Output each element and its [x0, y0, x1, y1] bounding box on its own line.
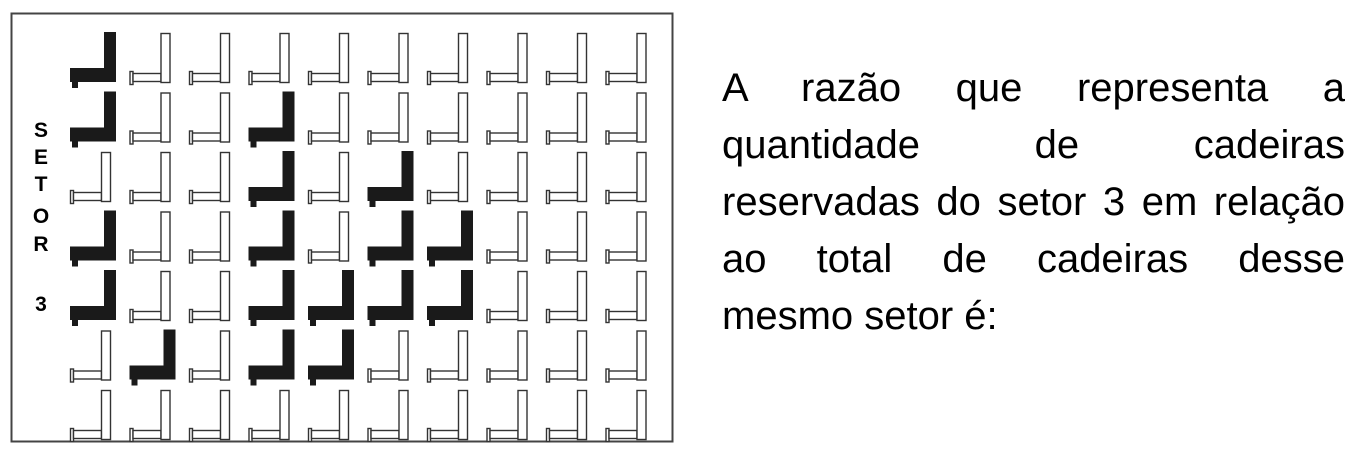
free-chair [188, 211, 231, 264]
free-chair [307, 389, 350, 443]
reserved-chair [129, 329, 176, 386]
free-chair [545, 151, 588, 205]
free-chair [69, 389, 112, 443]
free-chair [605, 270, 647, 324]
free-chair [129, 389, 171, 443]
free-chair [545, 211, 588, 264]
free-chair [129, 32, 171, 86]
free-chair [426, 92, 469, 145]
sector-letter: O [32, 205, 50, 228]
sector-letter: E [33, 146, 48, 169]
question-line: quantidade de cadeiras [722, 123, 1345, 167]
free-chair [486, 151, 528, 205]
free-chair [188, 32, 231, 86]
reserved-chair [70, 270, 116, 326]
free-chair [486, 211, 528, 264]
free-chair [307, 211, 350, 264]
free-chair [367, 330, 409, 383]
reserved-chair [248, 329, 295, 386]
free-chair [605, 330, 647, 383]
free-chair [129, 270, 171, 324]
free-chair [486, 92, 528, 145]
free-chair [426, 151, 469, 205]
seating-grid [10, 12, 674, 443]
free-chair [545, 92, 588, 145]
free-chair [605, 151, 647, 205]
reserved-chair [367, 151, 414, 207]
free-chair [188, 270, 231, 324]
free-chair [605, 32, 647, 86]
free-chair [367, 32, 409, 86]
free-chair [188, 389, 231, 443]
question-text: A razão que representa a quantidade de c… [722, 60, 1345, 345]
free-chair [605, 211, 647, 264]
free-chair [367, 92, 409, 145]
sector-letter: S [33, 119, 48, 142]
free-chair [307, 32, 350, 86]
free-chair [545, 330, 588, 383]
free-chair [486, 330, 528, 383]
free-chair [605, 92, 647, 145]
free-chair [129, 92, 171, 145]
reserved-chair [248, 91, 295, 148]
free-chair [486, 32, 528, 86]
reserved-chair [367, 210, 414, 267]
free-chair [248, 32, 290, 86]
free-chair [605, 389, 647, 443]
free-chair [69, 151, 112, 205]
free-chair [545, 389, 588, 443]
sector-letter: T [34, 173, 48, 196]
free-chair [69, 330, 112, 383]
question-line: reservadas do setor 3 em relação [722, 180, 1345, 224]
reserved-chair [367, 270, 414, 326]
question-line: mesmo setor é: [722, 294, 998, 338]
sector-letter: R [33, 233, 49, 256]
free-chair [129, 151, 171, 205]
sector-number: 3 [35, 293, 47, 316]
free-chair [426, 389, 469, 443]
figure-border [10, 12, 674, 443]
free-chair [486, 389, 528, 443]
free-chair [545, 32, 588, 86]
free-chair [307, 151, 350, 205]
free-chair [426, 32, 469, 86]
free-chair [426, 330, 469, 383]
reserved-chair [308, 270, 354, 326]
reserved-chair [70, 210, 116, 267]
free-chair [545, 270, 588, 324]
reserved-chair [70, 91, 116, 148]
reserved-chair [248, 270, 295, 326]
free-chair [188, 92, 231, 145]
reserved-chair [70, 32, 116, 88]
reserved-chair [248, 151, 295, 207]
free-chair [307, 92, 350, 145]
free-chair [367, 389, 409, 443]
question-line: ao total de cadeiras desse [722, 237, 1345, 281]
free-chair [188, 151, 231, 205]
free-chair [129, 211, 171, 264]
reserved-chair [427, 210, 473, 267]
seating-figure: S E T O R 3 [10, 12, 674, 443]
reserved-chair [308, 329, 354, 386]
reserved-chair [248, 210, 295, 267]
reserved-chair [427, 270, 473, 326]
free-chair [486, 270, 528, 324]
question-line: A razão que representa a [722, 66, 1345, 110]
free-chair [248, 389, 290, 443]
free-chair [188, 330, 231, 383]
